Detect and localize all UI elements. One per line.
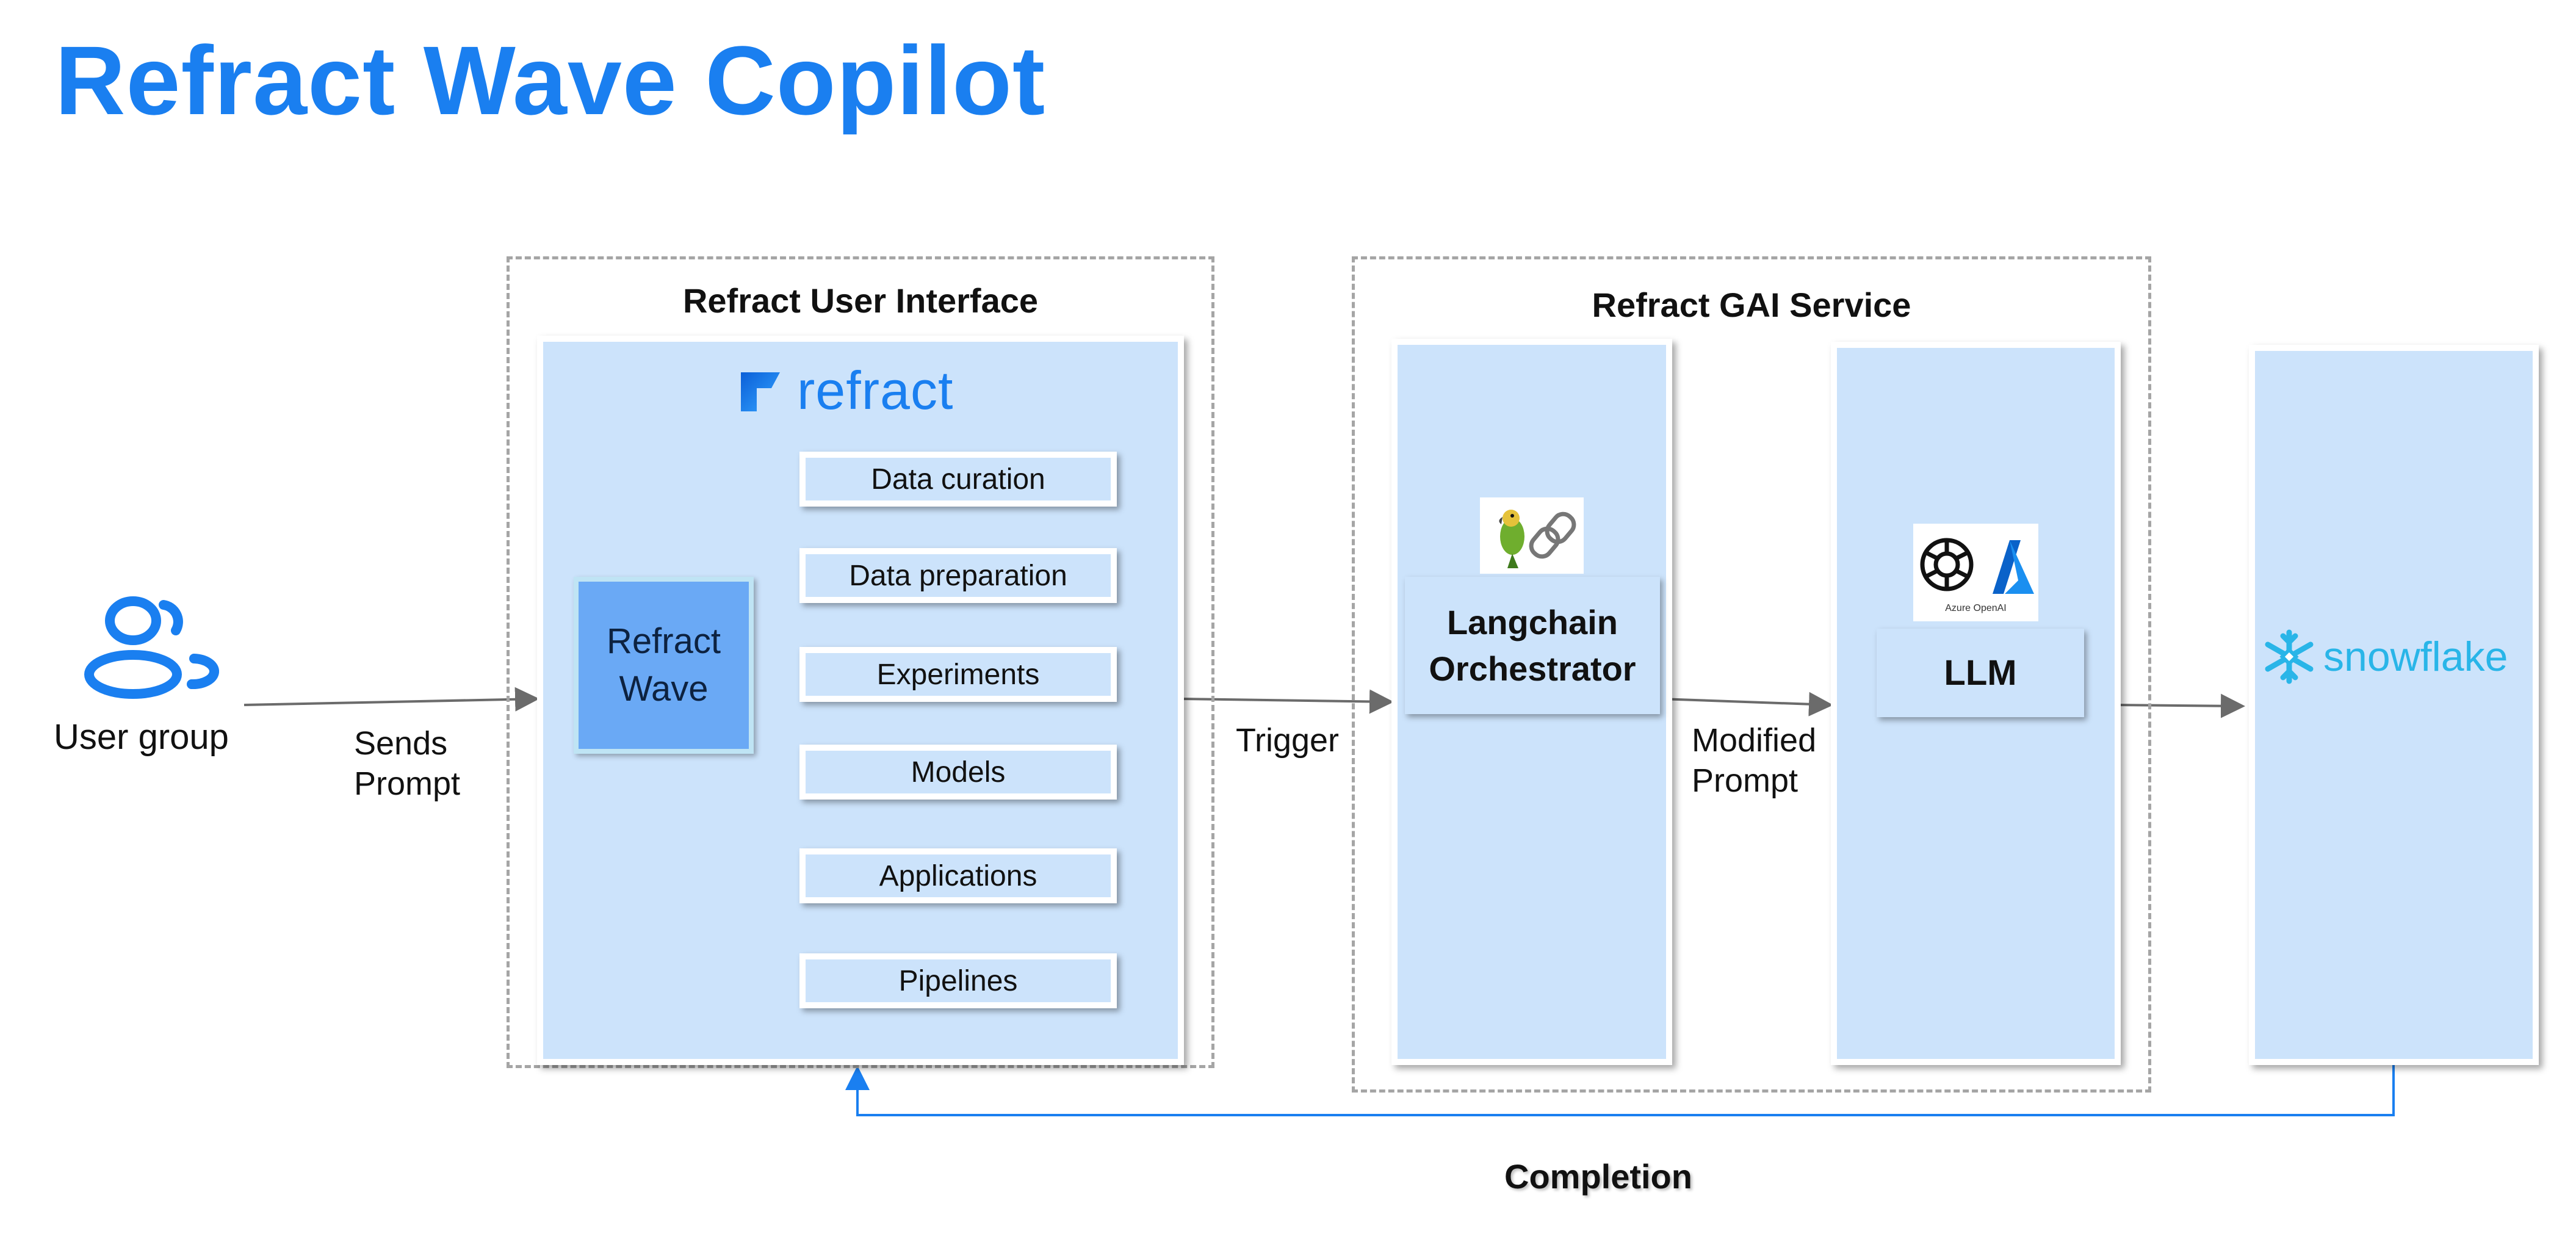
llm-label: LLM	[1944, 653, 2017, 693]
llm-box: LLM	[1877, 629, 2084, 717]
refract-logo-text: refract	[797, 360, 954, 421]
azure-openai-text: Azure OpenAI	[1945, 603, 2007, 613]
arrow-user-to-ui	[244, 687, 539, 712]
refract-logo-icon	[741, 372, 780, 411]
trigger-label: Trigger	[1236, 722, 1340, 759]
langchain-logo	[1480, 497, 1584, 574]
ui-group-label: Refract User Interface	[682, 281, 1039, 320]
completion-line	[845, 1065, 2395, 1116]
gai-group-border	[1352, 256, 2151, 1093]
arrow-langchain-to-llm	[1659, 692, 1833, 717]
snowflake-logo-text: snowflake	[2323, 634, 2508, 680]
arrow-llm-to-snowflake	[2117, 693, 2245, 718]
sends-prompt-line-1: Sends	[354, 725, 448, 762]
users-icon	[84, 596, 220, 699]
refract-wave-line-2: Wave	[619, 669, 709, 709]
modified-prompt-line-1: Modified	[1692, 722, 1817, 759]
menu-item-data-preparation: Data preparation	[799, 548, 1117, 603]
sends-prompt-label: Sends Prompt	[354, 723, 460, 804]
modified-prompt-label: Modified Prompt	[1692, 720, 1816, 801]
modified-prompt-line-2: Prompt	[1692, 762, 1799, 799]
completion-label: Completion	[1504, 1157, 1692, 1196]
openai-azure-logo: Azure OpenAI	[1913, 524, 2038, 621]
refract-wave-box: Refract Wave	[574, 577, 754, 754]
snowflake-logo: snowflake	[2261, 629, 2508, 685]
refract-wave-line-1: Refract	[607, 621, 721, 661]
parrot-chain-icon	[1499, 509, 1576, 568]
openai-azure-icon	[1920, 538, 2034, 594]
langchain-line-1: Langchain	[1446, 602, 1618, 641]
menu-item-applications: Applications	[799, 848, 1117, 903]
refract-logo: refract	[738, 360, 953, 421]
snowflake-icon	[2265, 629, 2314, 684]
menu-item-data-curation: Data curation	[799, 452, 1117, 507]
user-group	[79, 595, 226, 705]
gai-group-label: Refract GAI Service	[1592, 286, 1911, 324]
menu-item-pipelines: Pipelines	[799, 953, 1117, 1008]
ui-group-border	[507, 256, 1214, 1068]
sends-prompt-line-2: Prompt	[354, 765, 461, 802]
langchain-line-2: Orchestrator	[1429, 649, 1636, 688]
menu-item-models: Models	[799, 745, 1117, 800]
user-group-label: User group	[54, 717, 229, 757]
arrow-ui-to-langchain	[1180, 689, 1394, 714]
snowflake-panel	[2249, 345, 2539, 1065]
langchain-orchestrator-box: Langchain Orchestrator	[1405, 577, 1660, 714]
page-title: Refract Wave Copilot	[55, 26, 1046, 135]
menu-item-experiments: Experiments	[799, 647, 1117, 702]
